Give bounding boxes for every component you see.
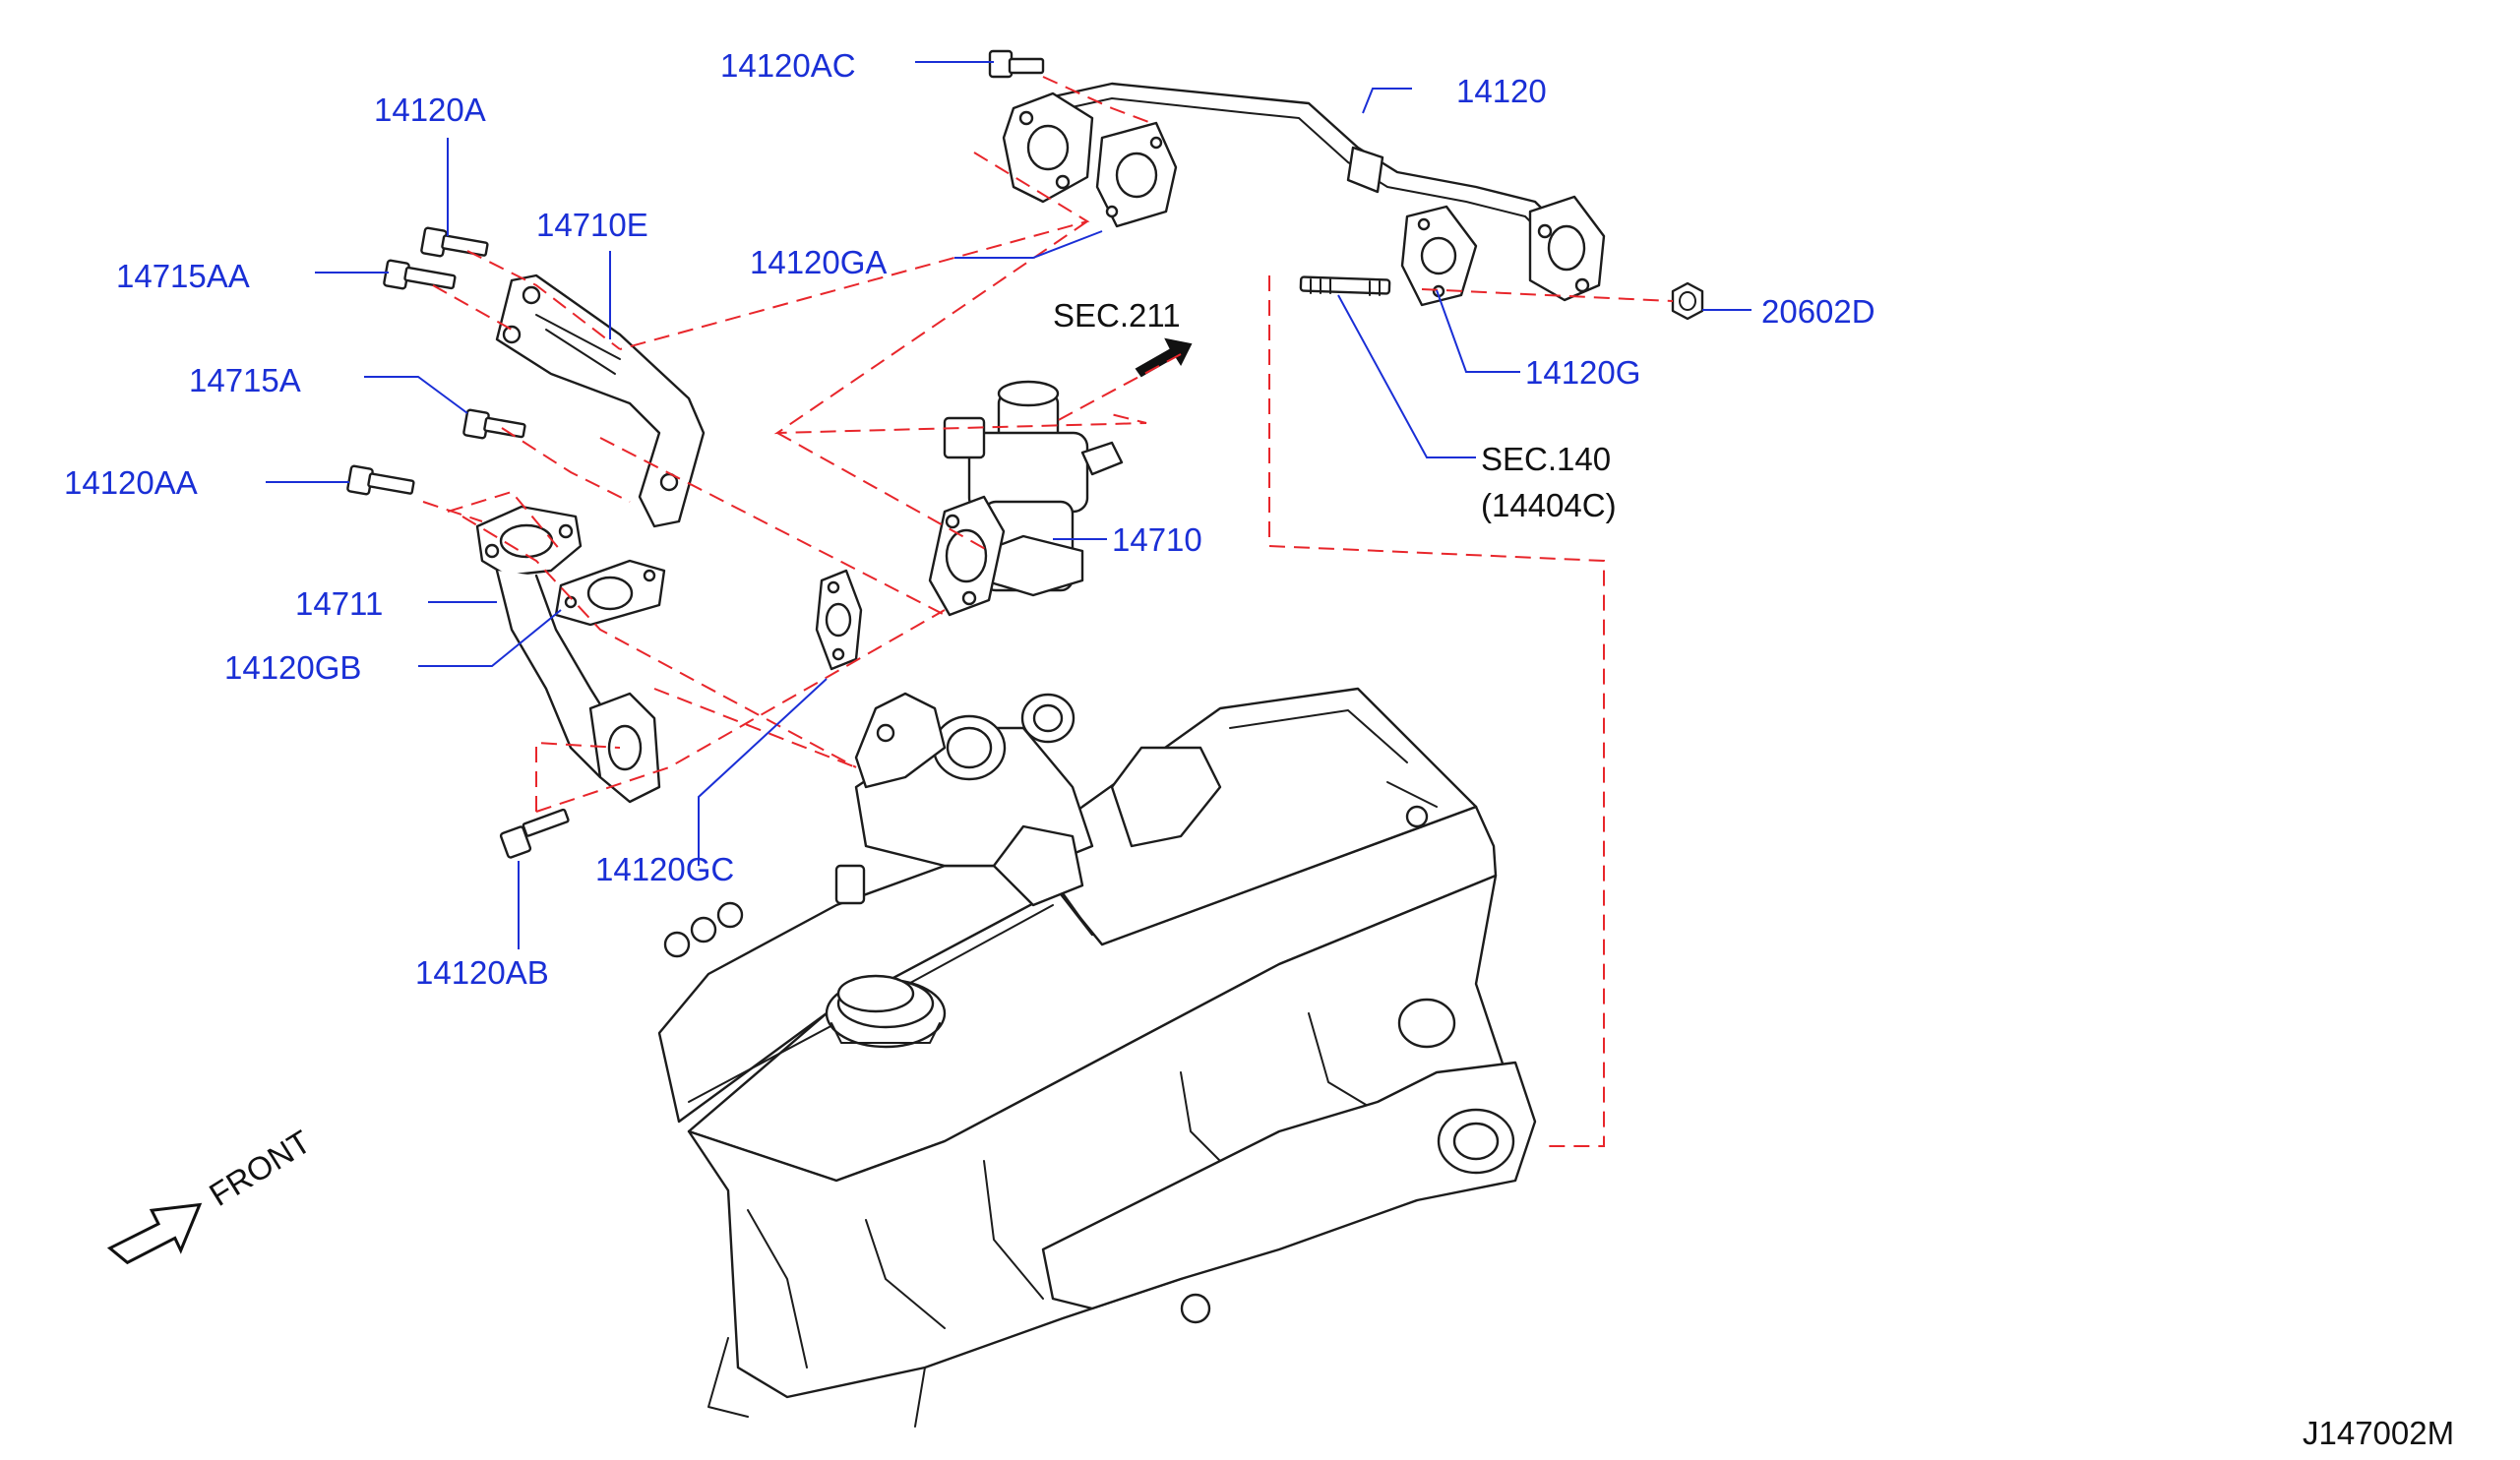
egr-valve-14710 bbox=[928, 380, 1124, 617]
gasket-14120ga bbox=[1095, 121, 1178, 228]
label-14710: 14710 bbox=[1112, 521, 1202, 558]
label-14120g: 14120G bbox=[1525, 354, 1640, 391]
bolt-14120ac bbox=[988, 49, 1045, 79]
sec211-arrow bbox=[1135, 337, 1193, 378]
leader-lines bbox=[266, 61, 1752, 949]
front-arrow bbox=[106, 1202, 203, 1265]
assembly-lines bbox=[422, 76, 1674, 1147]
label-sec140-part: (14404C) bbox=[1481, 487, 1617, 523]
bolt-14715a bbox=[462, 408, 526, 440]
drawing-code: J147002M bbox=[2303, 1415, 2454, 1451]
label-14120a: 14120A bbox=[374, 91, 486, 128]
label-14715a: 14715A bbox=[189, 362, 301, 398]
egr-tube-14120 bbox=[1002, 82, 1606, 302]
bolt-14120a bbox=[420, 226, 489, 258]
label-14120aa: 14120AA bbox=[64, 464, 198, 501]
label-14120ab: 14120AB bbox=[415, 954, 549, 991]
label-sec211: SEC.211 bbox=[1053, 297, 1181, 334]
label-sec140: SEC.140 bbox=[1481, 441, 1611, 477]
gasket-14120gb bbox=[554, 559, 666, 627]
bracket-14710e bbox=[495, 274, 706, 528]
nut-20602d bbox=[1671, 281, 1704, 321]
label-14120gb: 14120GB bbox=[224, 649, 361, 686]
label-14710e: 14710E bbox=[536, 207, 648, 243]
label-14120gc: 14120GC bbox=[595, 851, 734, 887]
cylinder-head-illustration bbox=[657, 687, 1537, 1428]
label-front: FRONT bbox=[203, 1123, 317, 1213]
stud-sec140 bbox=[1299, 275, 1391, 296]
label-14715aa: 14715AA bbox=[116, 258, 250, 294]
gasket-14120g bbox=[1400, 205, 1478, 307]
label-14120ac: 14120AC bbox=[720, 47, 856, 84]
bolt-14120ab bbox=[499, 808, 570, 859]
label-14120ga: 14120GA bbox=[750, 244, 887, 280]
label-14120: 14120 bbox=[1456, 73, 1547, 109]
bolt-14120aa bbox=[346, 464, 415, 496]
bolt-14715aa bbox=[383, 259, 457, 290]
egr-tube-14711 bbox=[475, 505, 661, 804]
label-20602d: 20602D bbox=[1761, 293, 1875, 330]
label-14711: 14711 bbox=[295, 585, 383, 622]
gasket-14120gc bbox=[815, 569, 863, 671]
